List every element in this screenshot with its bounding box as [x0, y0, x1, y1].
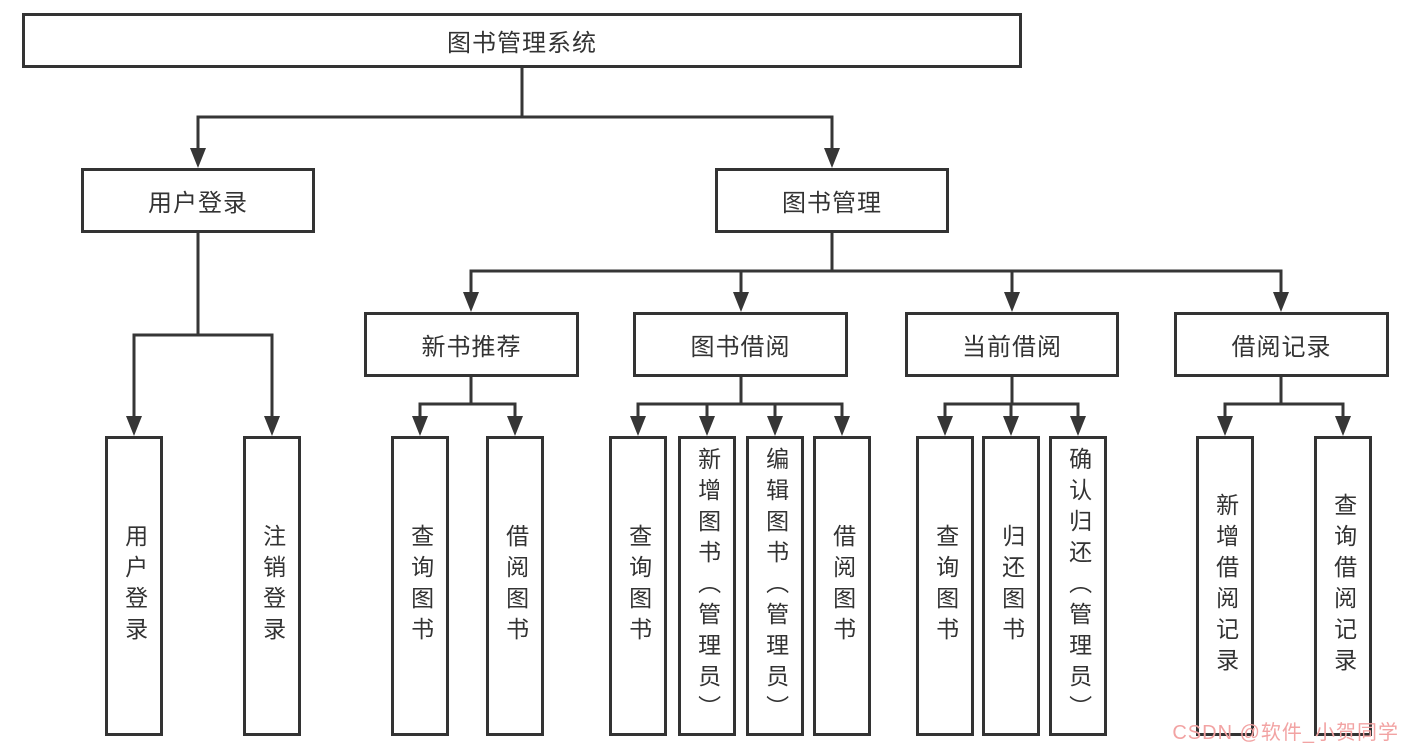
arrowhead	[1004, 292, 1020, 312]
leaf-label: 查询借阅记录	[1330, 493, 1357, 679]
edge-current-to-leaves	[943, 377, 1080, 416]
node-label: 图书借阅	[690, 334, 791, 361]
node-current-borrowing: 当前借阅	[905, 312, 1119, 377]
leaf-label: 新增借阅记录	[1212, 493, 1239, 679]
leaf-user-login: 用户登录	[105, 436, 163, 736]
leaf-label: 用户登录	[121, 524, 148, 648]
leaf-newrec-borrow-books: 借阅图书	[486, 436, 544, 736]
arrowhead	[937, 416, 953, 436]
node-label: 新书推荐	[421, 334, 522, 361]
csdn-watermark: CSDN @软件_小贺同学	[1172, 722, 1399, 744]
edge-userlogin-to-leaves	[132, 233, 274, 416]
arrowhead	[767, 416, 783, 436]
leaf-current-query-books: 查询图书	[916, 436, 974, 736]
leaf-borrow-query-books: 查询图书	[609, 436, 667, 736]
edge-root-to-level2	[196, 68, 834, 148]
arrowhead	[507, 416, 523, 436]
arrowhead	[264, 416, 280, 436]
leaf-label: 编辑图书（管理员）	[762, 446, 789, 726]
leaf-label: 归还图书	[998, 524, 1025, 648]
leaf-borrow-edit-books-admin: 编辑图书（管理员）	[746, 436, 804, 736]
leaf-current-return-books: 归还图书	[982, 436, 1040, 736]
node-root-library-system: 图书管理系统	[22, 13, 1022, 68]
leaf-newrec-query-books: 查询图书	[391, 436, 449, 736]
arrowhead	[1335, 416, 1351, 436]
edge-borrow-to-leaves	[636, 377, 844, 416]
arrowhead	[190, 148, 206, 168]
leaf-borrow-borrow-books: 借阅图书	[813, 436, 871, 736]
edge-newrec-to-leaves	[418, 377, 517, 416]
node-book-management: 图书管理	[715, 168, 949, 233]
leaf-label: 新增图书（管理员）	[694, 446, 721, 726]
leaf-label: 借阅图书	[502, 524, 529, 648]
node-borrowing-records: 借阅记录	[1174, 312, 1389, 377]
leaf-label: 确认归还（管理员）	[1065, 446, 1092, 726]
node-book-borrowing: 图书借阅	[633, 312, 848, 377]
node-label: 借阅记录	[1231, 334, 1332, 361]
node-label: 当前借阅	[962, 334, 1062, 361]
leaf-records-add-record: 新增借阅记录	[1196, 436, 1254, 736]
node-label: 用户登录	[148, 190, 248, 217]
leaf-current-confirm-return-admin: 确认归还（管理员）	[1049, 436, 1107, 736]
arrowhead	[1273, 292, 1289, 312]
arrowhead	[699, 416, 715, 436]
arrowhead	[1003, 416, 1019, 436]
arrowhead	[126, 416, 142, 436]
leaf-label: 查询图书	[407, 524, 434, 648]
leaf-label: 借阅图书	[829, 524, 856, 648]
leaf-label: 注销登录	[259, 524, 286, 648]
arrowhead	[733, 292, 749, 312]
leaf-label: 查询图书	[932, 524, 959, 648]
leaf-logout: 注销登录	[243, 436, 301, 736]
arrowhead	[824, 148, 840, 168]
arrowhead	[1217, 416, 1233, 436]
arrowhead	[1070, 416, 1086, 436]
node-user-login: 用户登录	[81, 168, 315, 233]
arrowhead	[412, 416, 428, 436]
arrowhead	[834, 416, 850, 436]
node-label: 图书管理	[782, 190, 882, 217]
edge-records-to-leaves	[1223, 377, 1345, 416]
arrowhead	[630, 416, 646, 436]
leaf-label: 查询图书	[625, 524, 652, 648]
node-label: 图书管理系统	[447, 30, 597, 57]
arrowhead	[463, 292, 479, 312]
node-new-book-recommend: 新书推荐	[364, 312, 579, 377]
leaf-records-query-record: 查询借阅记录	[1314, 436, 1372, 736]
leaf-borrow-add-books-admin: 新增图书（管理员）	[678, 436, 736, 736]
edge-bookmgmt-to-level3	[469, 233, 1283, 292]
